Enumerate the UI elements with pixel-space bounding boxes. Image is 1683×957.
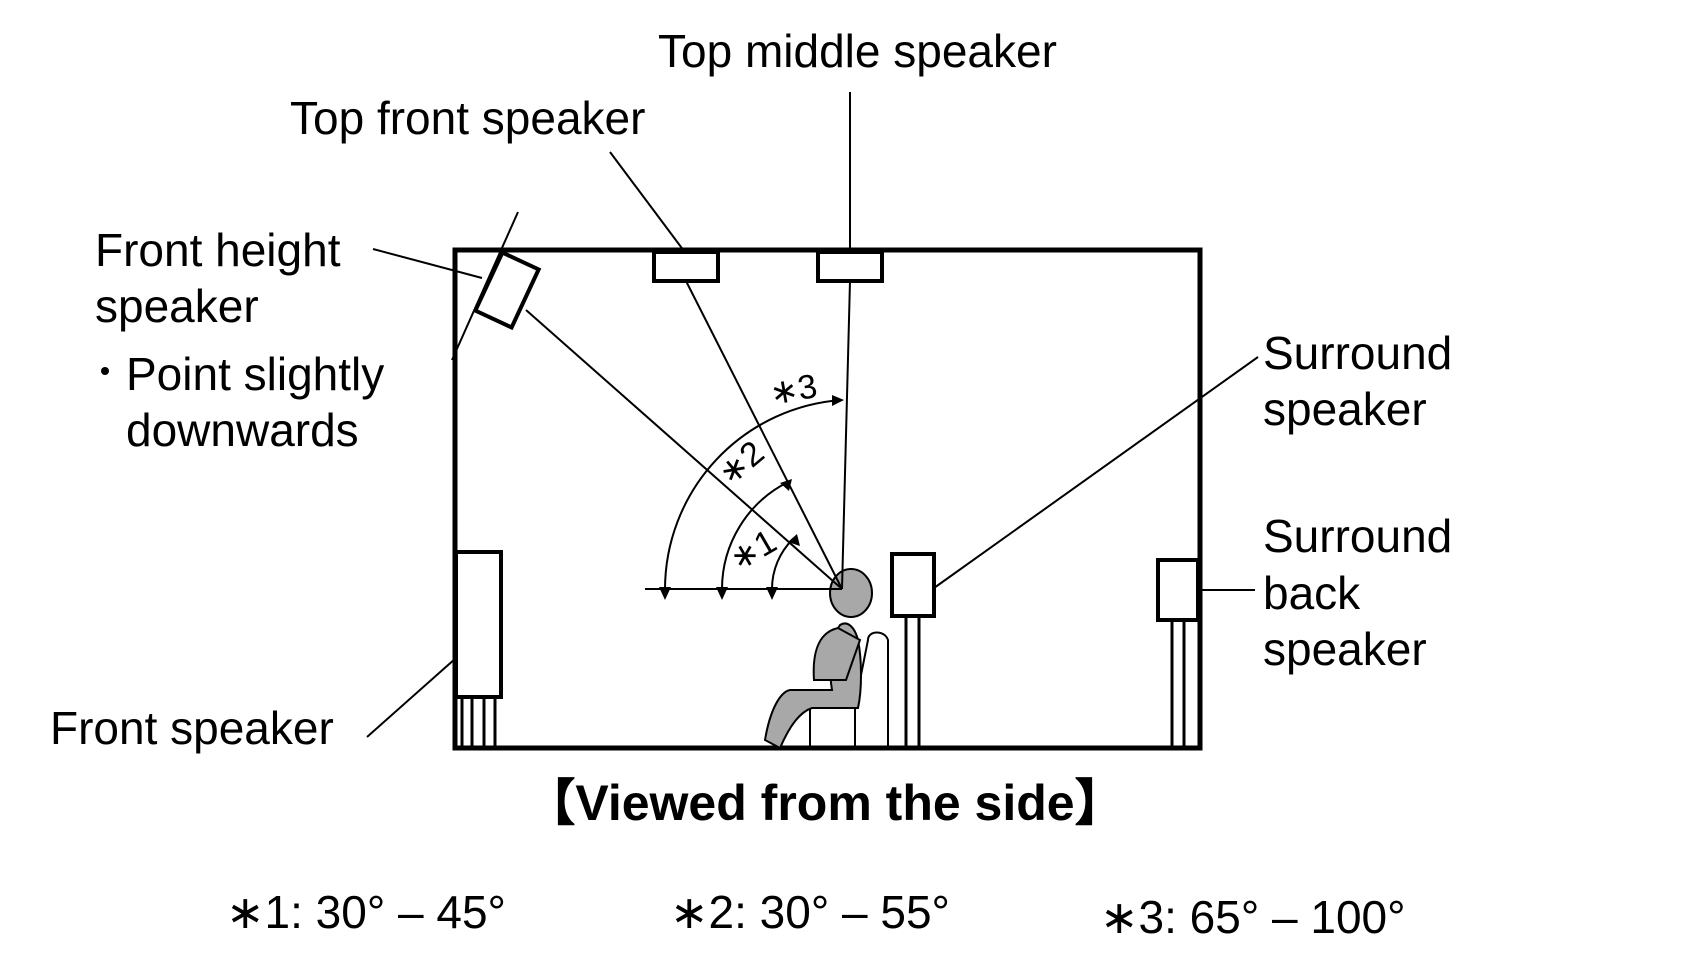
listener-figure — [763, 568, 889, 750]
label-front-speaker: Front speaker — [50, 702, 334, 754]
label-front-height-note-line2: downwards — [126, 404, 359, 456]
top-front-speaker — [652, 250, 720, 283]
label-top-front-speaker: Top front speaker — [290, 92, 645, 144]
label-top-middle-speaker: Top middle speaker — [658, 25, 1057, 77]
angle-note-3: ∗3: 65° – 100° — [1100, 891, 1406, 943]
angle-note-2: ∗2: 30° – 55° — [670, 886, 950, 938]
label-front-height-note-line1: Point slightly — [126, 348, 384, 400]
surround-back-speaker — [1156, 558, 1200, 748]
angle-arc-2 — [716, 479, 792, 600]
angle-marker-2: ∗2 — [711, 434, 772, 494]
label-surround-back-line3: speaker — [1263, 623, 1427, 675]
angle-arc-1 — [766, 534, 800, 600]
surround-speaker — [890, 552, 936, 748]
top-middle-speaker — [816, 250, 884, 283]
angle-arc-3 — [659, 395, 844, 600]
label-surround-line2: speaker — [1263, 383, 1427, 435]
label-surround-back-line1: Surround — [1263, 510, 1452, 562]
label-surround-line1: Surround — [1263, 327, 1452, 379]
angle-marker-3: ∗3 — [767, 367, 820, 413]
label-front-height-line2: speaker — [95, 280, 259, 332]
label-surround-back-line2: back — [1263, 567, 1361, 619]
label-front-height-line1: Front height — [95, 224, 341, 276]
front-height-speaker — [451, 211, 542, 361]
front-speaker — [454, 550, 503, 748]
listener-head — [829, 568, 873, 618]
note-bullet — [101, 367, 109, 375]
diagram-caption: 【Viewed from the side】 — [525, 775, 1124, 831]
angle-note-1: ∗1: 30° – 45° — [226, 886, 506, 938]
